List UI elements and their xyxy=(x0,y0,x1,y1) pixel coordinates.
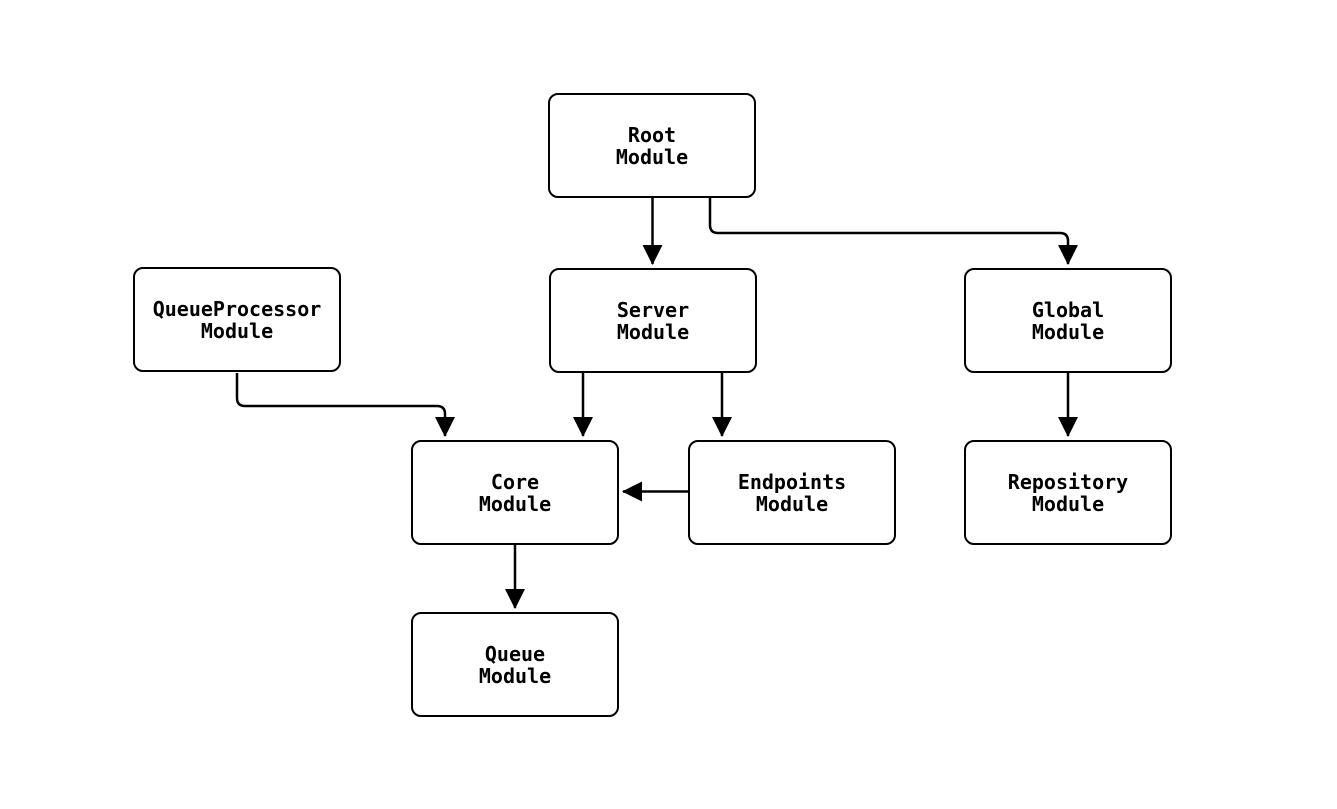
node-global-module: Global Module xyxy=(964,268,1172,373)
node-server-module-label: Server Module xyxy=(616,297,690,344)
node-core-module-label: Core Module xyxy=(478,469,552,516)
node-queue-module: Queue Module xyxy=(411,612,619,717)
node-queueprocessor-module: QueueProcessor Module xyxy=(133,267,341,372)
node-root-module: Root Module xyxy=(548,93,756,198)
node-repository-module-label: Repository Module xyxy=(1007,469,1129,516)
node-queueprocessor-module-label: QueueProcessor Module xyxy=(152,296,322,343)
edge-queueprocessor-core xyxy=(235,373,455,437)
node-repository-module: Repository Module xyxy=(964,440,1172,545)
node-queue-module-label: Queue Module xyxy=(478,641,552,688)
node-endpoints-module-label: Endpoints Module xyxy=(737,469,847,516)
edge-root-global xyxy=(708,198,1078,265)
node-server-module: Server Module xyxy=(549,268,757,373)
node-core-module: Core Module xyxy=(411,440,619,545)
node-endpoints-module: Endpoints Module xyxy=(688,440,896,545)
node-global-module-label: Global Module xyxy=(1031,297,1105,344)
node-root-module-label: Root Module xyxy=(615,122,689,169)
